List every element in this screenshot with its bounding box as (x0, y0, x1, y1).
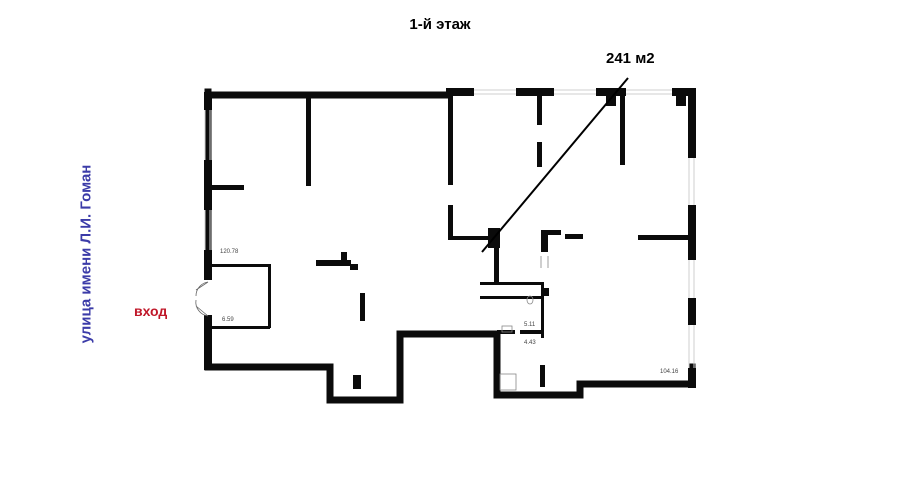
wall-segments (204, 88, 696, 389)
street-label: улица имени Л.И. Гоман (77, 164, 95, 344)
room-area-label: 5.11 (524, 322, 536, 328)
toilet-icon (526, 295, 534, 305)
room-area-label: 6.59 (222, 317, 234, 323)
north-pillar-2 (516, 88, 554, 96)
entrance-label: вход (134, 303, 168, 319)
west-wall-lower (204, 316, 696, 404)
fixtures (499, 256, 549, 391)
entrance-door (195, 281, 209, 317)
windows (204, 89, 695, 368)
room-area-label: 4.43 (524, 340, 536, 346)
north-pillar-3 (596, 88, 626, 96)
area-label: 241 м2 (606, 50, 655, 67)
area-pointer-line (481, 77, 629, 253)
room-area-label: 104.16 (660, 369, 679, 375)
floor-title: 1-й этаж (409, 16, 471, 33)
north-pillar-4 (672, 88, 696, 96)
north-pillar-1 (446, 88, 474, 96)
room-area-label: 120.78 (220, 249, 239, 255)
